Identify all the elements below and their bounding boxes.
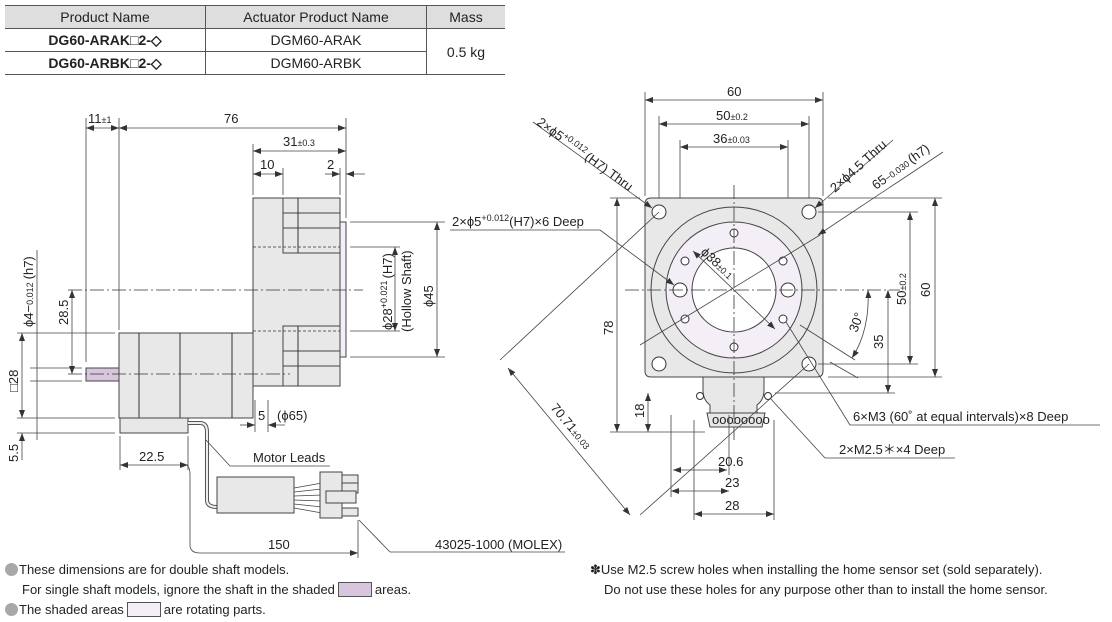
note-areas: areas.: [374, 582, 412, 597]
motor-body: [118, 332, 254, 419]
actuator-name: DGM60-ARAK: [205, 28, 427, 52]
mass-value: 0.5 kg: [426, 28, 505, 75]
product-name: DG60-ARBK□2-◇: [5, 51, 206, 75]
shaft-shaded: [85, 367, 120, 382]
dim-phi65: (ϕ65): [277, 408, 307, 423]
dim-31: 31±0.3: [283, 134, 315, 149]
dim-square-28: □28: [6, 370, 21, 392]
m2-5-hole: [696, 392, 704, 400]
notes-right: ✽Use M2.5 screw holes when installing th…: [590, 560, 1048, 600]
connector-label: 43025-1000 (MOLEX): [435, 537, 562, 552]
dim-60-right: 60: [918, 283, 933, 297]
dim-18: 18: [632, 404, 647, 418]
note-m2-5-warning: Do not use these holes for any purpose o…: [604, 582, 1048, 597]
note-rotating: are rotating parts.: [163, 602, 266, 617]
dim-60-top: 60: [727, 84, 741, 99]
note-shaded-areas: The shaded areas: [19, 602, 124, 617]
motor-leads-label: Motor Leads: [253, 450, 326, 465]
dim-35: 35: [871, 335, 886, 349]
hole-phi5-thru-label: 2×ϕ5+0.012(H7) Thru: [534, 113, 636, 193]
notes-left: These dimensions are for double shaft mo…: [5, 560, 411, 620]
dim-78: 78: [601, 321, 616, 335]
dim-76: 76: [224, 111, 238, 126]
note-double-shaft: These dimensions are for double shaft mo…: [19, 562, 290, 577]
dim-22-5: 22.5: [139, 449, 164, 464]
side-view: 11±1 76 31±0.3 10 2 ϕ45 ϕ: [6, 111, 565, 558]
m3-holes-label: 6×M3 (60˚ at equal intervals)×8 Deep: [853, 409, 1068, 424]
spec-table: Product Name Actuator Product Name Mass …: [5, 5, 505, 75]
note-m2-5-usage: ✽Use M2.5 screw holes when installing th…: [590, 562, 1043, 577]
hollow-shaft-label: (Hollow Shaft): [399, 250, 414, 332]
sensor-tab: [702, 376, 765, 414]
dim-28: 28: [725, 498, 739, 513]
dim-150: 150: [268, 537, 290, 552]
bullet-icon: [5, 603, 18, 616]
cable-sleeve: [216, 476, 295, 514]
dim-28-5: 28.5: [56, 300, 71, 325]
dim-11: 11±1: [88, 111, 111, 126]
rotating-shade-swatch: [126, 602, 161, 617]
m2-5-holes-label: 2×M2.5＊×4 Deep: [839, 442, 945, 457]
product-name: DG60-ARAK□2-◇: [5, 28, 206, 52]
hole-phi5-deep-label: 2×ϕ5+0.012(H7)×6 Deep: [452, 213, 584, 229]
table-header-row: Product Name Actuator Product Name Mass: [5, 5, 505, 29]
dim-5-5: 5.5: [6, 444, 21, 462]
actuator-name: DGM60-ARBK: [205, 51, 427, 75]
table-row: DG60-ARAK□2-◇ DGM60-ARAK 0.5 kg: [5, 28, 505, 75]
dim-20-6: 20.6: [718, 454, 743, 469]
svg-text:oooooooo: oooooooo: [712, 412, 770, 427]
angle-30: 30°: [846, 310, 867, 334]
dim-phi4: ϕ4−0.012(h7): [21, 256, 36, 327]
header-product-name: Product Name: [5, 5, 206, 29]
motor-leads-cable: [188, 421, 218, 509]
output-plate-rotating: [339, 221, 347, 358]
dim-phi28: ϕ28+0.021(H7): [379, 253, 395, 330]
dim-36: 36±0.03: [713, 131, 750, 146]
dim-5: 5: [258, 408, 265, 423]
shaft-shade-swatch: [337, 582, 372, 597]
dim-2: 2: [327, 157, 334, 172]
dim-50-top: 50±0.2: [716, 108, 748, 123]
dim-23: 23: [725, 475, 739, 490]
bullet-icon: [5, 563, 18, 576]
front-view: 60 50±0.2 36±0.03 oooooooo: [450, 84, 1100, 520]
header-actuator-name: Actuator Product Name: [205, 5, 427, 29]
table-row: DG60-ARBK□2-◇ DGM60-ARBK: [5, 51, 505, 75]
dim-phi45: ϕ45: [421, 285, 436, 307]
m2-5-hole: [764, 392, 772, 400]
terminal-box: [119, 417, 189, 434]
dim-10: 10: [260, 157, 274, 172]
note-single-shaft: For single shaft models, ignore the shaf…: [22, 582, 335, 597]
dim-50-right: 50±0.2: [894, 273, 909, 305]
header-mass: Mass: [426, 5, 505, 29]
